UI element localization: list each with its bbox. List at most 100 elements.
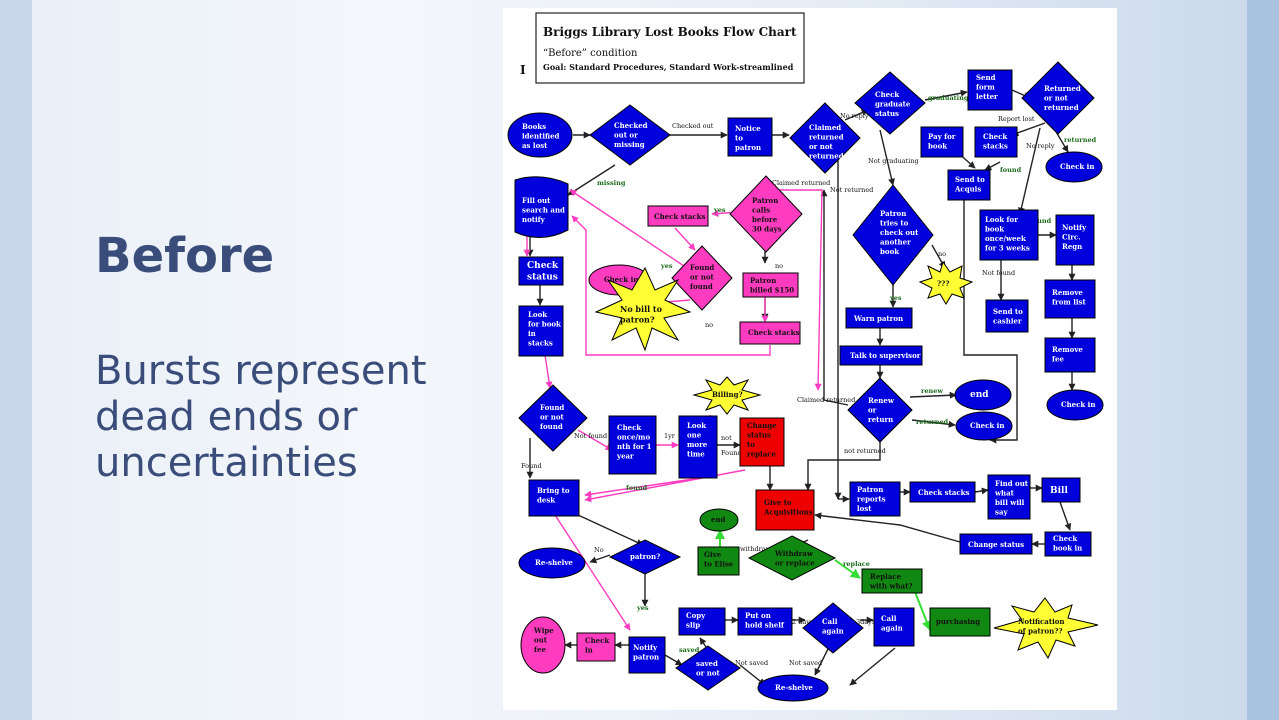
edge-label: Not found [982, 269, 1015, 277]
edge-label: replace [843, 560, 870, 568]
node-call-again-box [873, 607, 915, 647]
node-talk-supervisor [839, 345, 923, 366]
node-reshelve-bottom [757, 674, 829, 702]
node-remove-from-list [1044, 279, 1096, 319]
right-accent-strip [1247, 0, 1279, 720]
node-bill [1041, 477, 1081, 503]
chart-condition: “Before” condition [543, 48, 638, 59]
node-reshelve-left [518, 547, 586, 579]
edge-label: Not found [574, 432, 607, 440]
node-text-bill: Bill [1050, 486, 1068, 496]
no-bill-burst [594, 266, 692, 352]
node-replace-with-what [861, 568, 923, 594]
chart-goal: Goal: Standard Procedures, Standard Work… [543, 62, 794, 72]
edge-label: yes [713, 206, 726, 214]
node-check-stacks-mid [647, 205, 709, 227]
edge-label: withdraw [740, 545, 772, 553]
edge-label: Found [521, 462, 542, 470]
slide-subtitle: Bursts represent dead ends or uncertaint… [95, 348, 427, 486]
edge-label: no [938, 250, 946, 258]
node-checked-out-missing [589, 104, 671, 166]
node-text-billing-burst: Billing? [712, 390, 743, 399]
node-text-patron-q: patron? [630, 552, 660, 561]
node-renew-or-return [847, 377, 913, 443]
billing-burst [692, 376, 762, 415]
edge-label: graduating [928, 94, 969, 102]
node-check-in-top [1045, 151, 1103, 183]
node-check-in-bottom [576, 632, 616, 662]
node-end-top [954, 379, 1012, 411]
edge-label: Claimed returned [797, 396, 855, 404]
node-books-identified [507, 112, 573, 158]
edge-label: Not graduating [868, 157, 919, 165]
node-text-change-status-br: Change status [968, 540, 1024, 549]
node-text-check-stacks-low: Check stacks [748, 328, 799, 337]
node-text-check-stacks-mid: Check stacks [654, 212, 705, 221]
node-put-on-hold-shelf [737, 607, 793, 636]
chart-title: Briggs Library Lost Books Flow Chart [543, 25, 797, 39]
node-text-reshelve-left: Re-shelve [535, 558, 573, 567]
node-give-to-elise [697, 546, 740, 576]
node-look-one-more [678, 415, 718, 479]
edge-label: Claimed returned [772, 179, 830, 187]
slide-title: Before [95, 228, 275, 284]
node-change-status-br [959, 533, 1033, 555]
edge-label: Report lost [998, 115, 1035, 123]
node-check-book-in [1044, 531, 1092, 557]
node-text-qqq-burst: ??? [937, 279, 949, 288]
node-purchasing [929, 607, 991, 637]
node-remove-fee [1044, 337, 1096, 373]
node-send-to-cashier [985, 299, 1029, 333]
node-give-to-acquisitions [755, 489, 815, 531]
node-send-form-letter [967, 69, 1013, 111]
node-patron-tries [852, 184, 934, 286]
node-check-once-month [608, 415, 657, 475]
node-bring-to-desk [528, 479, 580, 517]
edge-label: Checked out [672, 122, 714, 130]
node-end-green [699, 508, 739, 532]
node-wipe-out-fee [520, 616, 566, 674]
node-patron-reports-lost [849, 481, 901, 517]
edge-label: not [721, 434, 732, 442]
node-notice-patron [727, 117, 773, 157]
node-text-check-stacks-br: Check stacks [918, 488, 969, 497]
node-patron-calls [729, 175, 803, 253]
node-text-check-in-left: Check in [604, 275, 638, 284]
node-pay-for-book [920, 126, 964, 158]
node-text-check-in-right2: Check in [970, 421, 1004, 430]
node-saved-or-not [675, 645, 741, 691]
node-text-check-in-top: Check in [1060, 162, 1094, 171]
edge-label: no [775, 262, 783, 270]
node-returned-not-returned [1021, 61, 1095, 135]
edge-label: No reply [840, 112, 869, 120]
node-call-again-diamond [802, 602, 864, 654]
node-patron-billed [742, 272, 799, 298]
edge-label: found [1000, 166, 1022, 174]
edge-label: Not returned [830, 186, 873, 194]
